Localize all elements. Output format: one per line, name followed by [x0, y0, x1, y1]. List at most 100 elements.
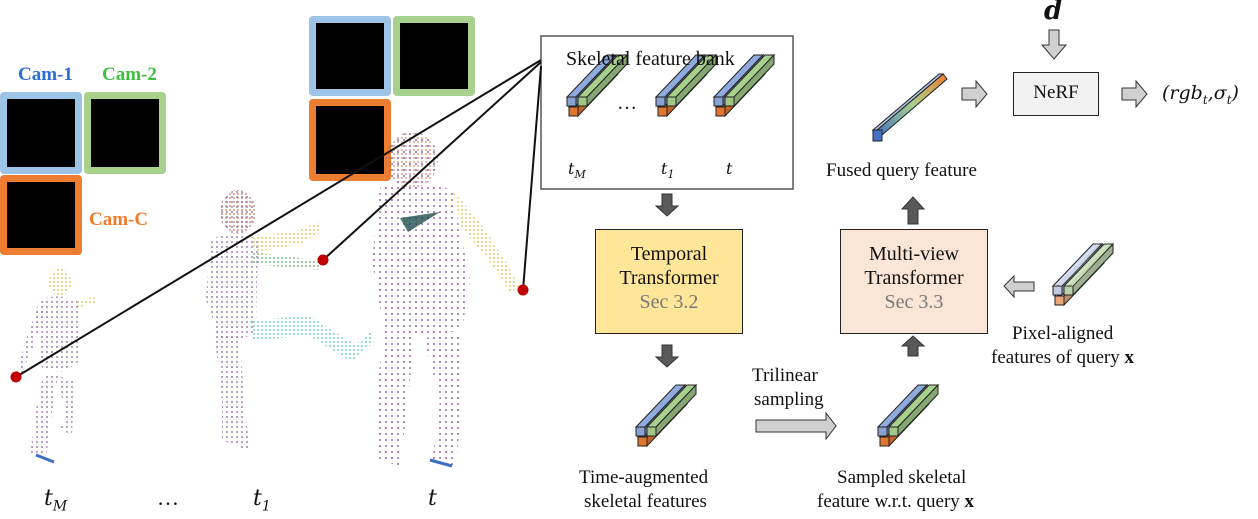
trilinear-label-line1: Trilinear: [752, 365, 818, 386]
feature-stack-bank-t1-green-bar: [665, 53, 718, 108]
pixel-aligned-text: features of query: [991, 347, 1120, 368]
cam-2-frame-tM: [84, 92, 166, 174]
bank-label-t: t: [726, 159, 733, 178]
comma: ,: [1207, 82, 1214, 104]
bank-label-tM: tM: [568, 158, 586, 186]
feature-stack-bank-t1-orange-bar-front: [657, 106, 668, 117]
time-label-sub: 1: [261, 498, 271, 515]
feature-stack-pixel-aligned-green-bar: [1062, 242, 1115, 297]
feature-stack-sampled-green-bar-front: [888, 426, 899, 437]
arrow-left-pixel-to-multiview: [1003, 274, 1035, 299]
view-direction-d: d: [1044, 0, 1063, 26]
arrow-down-bank-to-temporal: [654, 193, 680, 217]
arrow-right-trilinear: [755, 411, 837, 441]
temporal-transformer-line1: Temporal: [630, 243, 708, 265]
query-point-t: [517, 284, 529, 296]
feature-stack-time-augmented-green-bar: [645, 383, 698, 438]
feature-stack-bank-t-blue-bar-front: [713, 96, 724, 107]
feature-stack-sampled: [876, 383, 940, 448]
query-point-tM: [10, 371, 22, 383]
cam-2-label: Cam-2: [102, 64, 157, 85]
arrow-down-d-to-nerf: [1040, 29, 1068, 60]
feature-stack-bank-tM-green-bar-front: [577, 96, 588, 107]
sigma-symbol: σ: [1213, 82, 1227, 104]
bank-label-sub: 1: [667, 168, 675, 182]
sampled-skeletal-text: feature w.r.t. query: [817, 491, 960, 512]
feature-stack-time-augmented-blue-bar-front: [635, 426, 646, 437]
multiview-transformer-section: Sec 3.3: [884, 291, 944, 313]
sigma-sub: t: [1226, 92, 1232, 107]
feature-stack-bank-t-green-bar: [723, 53, 776, 108]
multiview-transformer-line2: Transformer: [864, 267, 964, 289]
feature-bank-ellipsis: …: [617, 92, 637, 114]
feature-stack-pixel-aligned-blue-bar-hatch: [1053, 244, 1102, 286]
query-x-symbol: x: [1124, 347, 1134, 368]
time-label-t: t: [428, 486, 437, 511]
dark-arrows: [654, 193, 926, 368]
feature-bars: [565, 53, 1115, 448]
camera-image: [7, 99, 75, 167]
camera-image: [316, 23, 384, 89]
temporal-transformer-box: Temporal Transformer Sec 3.2: [595, 229, 743, 334]
query-x-symbol: x: [964, 491, 975, 512]
bank-label-base: t: [661, 159, 668, 178]
feature-stack-bank-tM-orange-bar-front: [568, 106, 579, 117]
feature-stack-pixel-aligned-blue-bar-front: [1052, 285, 1063, 296]
cam-1-label: Cam-1: [18, 64, 73, 85]
rgb-symbol: rgb: [1169, 82, 1203, 104]
cam-c-label: Cam-C: [89, 209, 149, 230]
time-augmented-label-line2: skeletal features: [584, 491, 707, 512]
query-point-t1: [317, 254, 329, 266]
time-augmented-label-line1: Time-augmented: [579, 467, 709, 488]
feature-stack-bank-tM: [565, 53, 629, 118]
point-cloud-figure-t1: [206, 190, 374, 452]
feature-stack-pixel-aligned: [1051, 242, 1115, 307]
fused-query-feature-label: Fused query feature: [826, 160, 977, 181]
feature-stack-bank-t: [712, 53, 776, 118]
feature-stack-bank-t-green-bar-front: [724, 96, 735, 107]
sampled-skeletal-label-line2: feature w.r.t. query x: [817, 491, 974, 513]
time-label-sub: M: [52, 498, 68, 515]
feature-stack-sampled-blue-bar-front: [877, 426, 888, 437]
pixel-aligned-label-line2: features of query x: [991, 347, 1134, 369]
camera-image: [91, 99, 159, 167]
time-ellipsis: …: [157, 485, 179, 510]
paren-open: (: [1162, 82, 1170, 104]
feature-stack-time-augmented: [634, 383, 698, 448]
cam-2-frame-t: [393, 16, 475, 96]
temporal-transformer-section: Sec 3.2: [639, 291, 699, 313]
cam-1-frame-t: [309, 16, 391, 96]
feature-stack-pixel-aligned-orange-bar-front: [1054, 295, 1065, 306]
query-points: [10, 254, 529, 383]
multiview-transformer-box: Multi-view Transformer Sec 3.3: [840, 229, 988, 334]
bank-label-t1: t1: [661, 158, 674, 186]
time-label-t1: t1: [253, 488, 271, 517]
feature-stack-bank-tM-blue-bar-front: [566, 96, 577, 107]
multiview-transformer-line1: Multi-view: [869, 243, 959, 265]
feature-stack-time-augmented-orange-bar-front: [637, 436, 648, 447]
pixel-aligned-label-line1: Pixel-aligned: [1012, 323, 1114, 344]
cam-c-frame-tM: [0, 175, 82, 255]
nerf-box: NeRF: [1013, 72, 1099, 116]
arrow-right-nerf-to-output: [1121, 79, 1148, 109]
arrow-up-sampled-to-multiview: [900, 335, 926, 357]
camera-image: [7, 182, 75, 248]
point-cloud-figure-t: [372, 132, 520, 468]
feature-bank-title: Skeletal feature bank: [566, 48, 735, 70]
camera-image: [400, 23, 468, 89]
feature-stack-bank-t1: [654, 53, 718, 118]
feature-stack-bank-tM-green-bar: [576, 53, 629, 108]
feature-stack-bank-t1-blue-bar-front: [655, 96, 666, 107]
time-label-tM: tM: [44, 488, 67, 517]
bank-label-sub: M: [574, 168, 586, 182]
feature-stack-pixel-aligned-green-bar-front: [1063, 285, 1074, 296]
arrow-up-multiview-to-fused: [900, 196, 926, 225]
time-label-base: t: [44, 486, 53, 511]
fused-query-feature-bar: [871, 73, 948, 142]
feature-stack-bank-t1-green-bar-front: [666, 96, 677, 107]
feature-stack-pixel-aligned-green-bar-hatch: [1064, 244, 1113, 286]
feature-stack-bank-t-orange-bar-front: [715, 106, 726, 117]
arrow-right-fused-to-nerf: [961, 79, 988, 109]
time-label-base: t: [253, 486, 262, 511]
